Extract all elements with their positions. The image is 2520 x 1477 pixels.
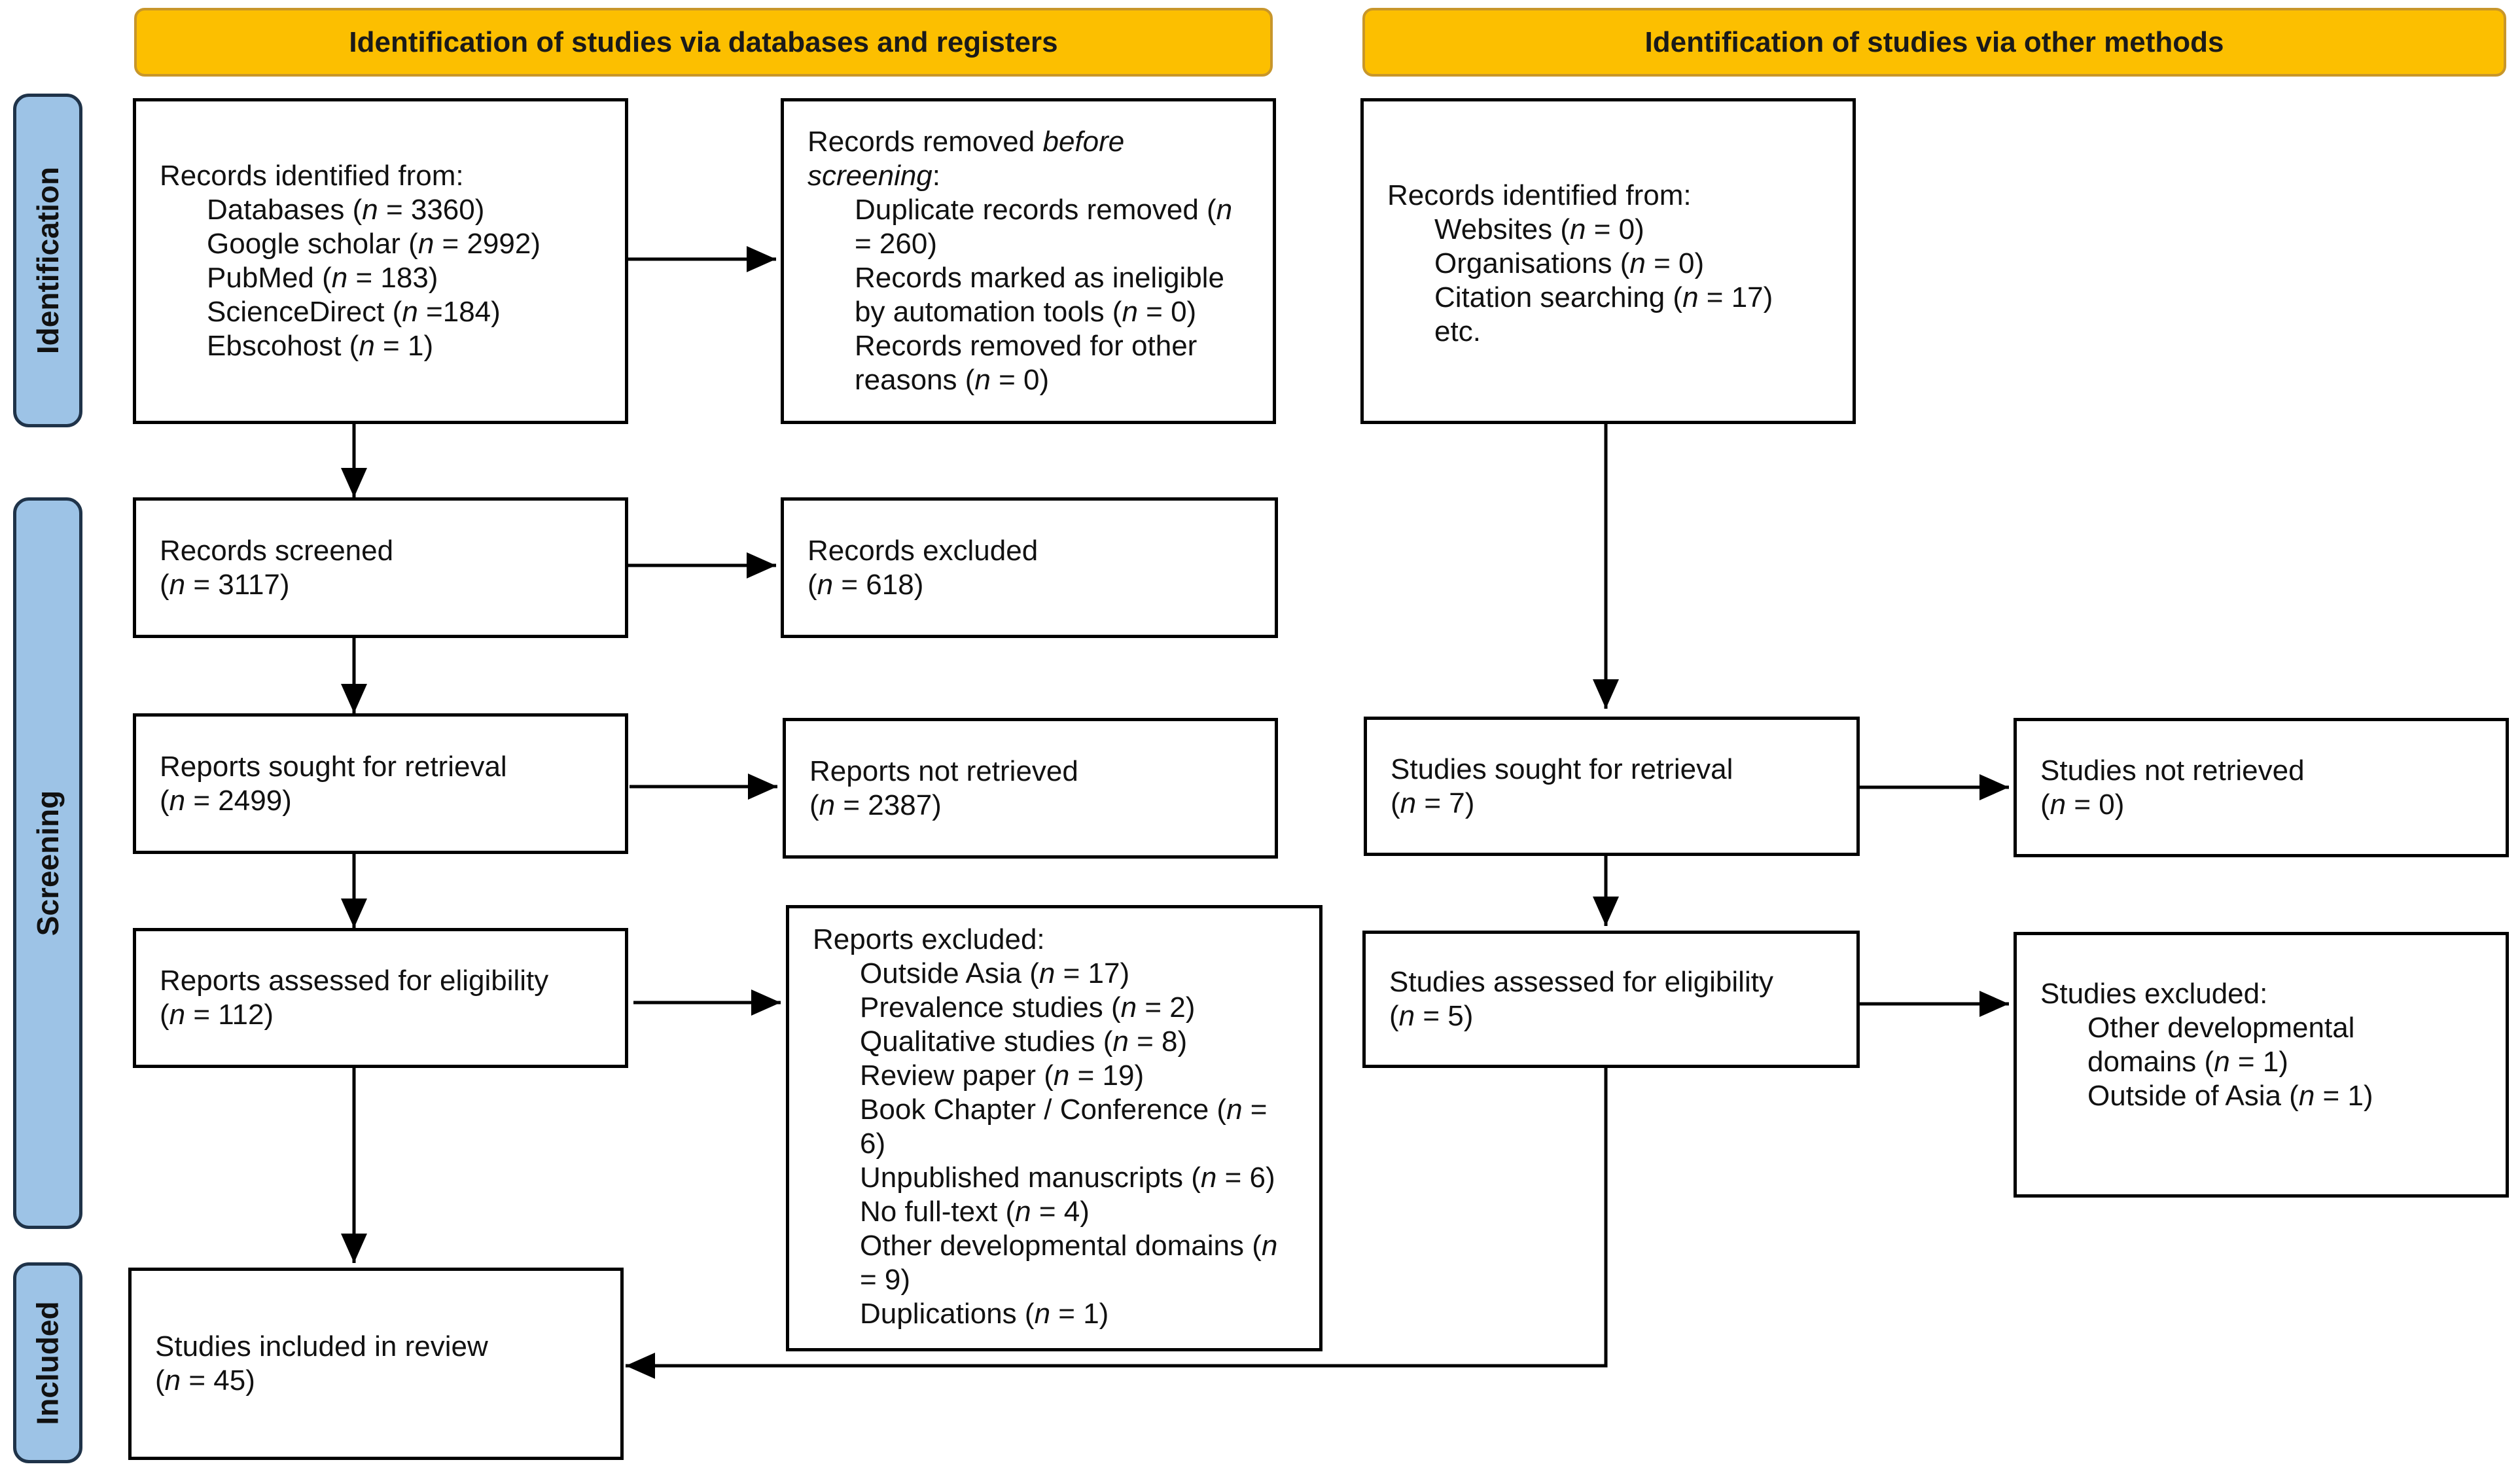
box-count: (n = 2387): [809, 789, 942, 821]
box-title: Reports assessed for eligibility: [160, 965, 549, 997]
box-title-cont: screening:: [807, 160, 941, 192]
box-title: Records excluded: [807, 534, 1038, 567]
box-title: Studies sought for retrieval: [1391, 753, 1733, 785]
list-item: Websites (n = 0): [1434, 213, 1644, 245]
list-item-cont: = 260): [855, 228, 937, 260]
list-item: PubMed (n = 183): [207, 262, 438, 294]
stage-included-label: Included: [31, 1300, 65, 1425]
box-reports-assessed: Reports assessed for eligibility (n = 11…: [133, 928, 628, 1068]
list-item: Organisations (n = 0): [1434, 247, 1705, 279]
box-title: Records identified from:: [1387, 179, 1692, 211]
stage-screening: Screening: [13, 497, 82, 1229]
box-records-screened: Records screened (n = 3117): [133, 497, 628, 638]
box-count: (n = 112): [160, 999, 274, 1031]
list-item: Ebscohost (n = 1): [207, 330, 434, 362]
arrow-other-assessed-to-included: [626, 1068, 1608, 1379]
stage-identification-label: Identification: [31, 166, 65, 355]
box-count: (n = 45): [155, 1364, 255, 1397]
box-studies-excluded: Studies excluded: Other developmental do…: [2014, 932, 2509, 1198]
list-item: Records removed for other: [855, 330, 1198, 362]
list-item: Records marked as ineligible: [855, 262, 1224, 294]
list-item-cont: domains (n = 1): [2087, 1046, 2288, 1078]
header-databases-label: Identification of studies via databases …: [349, 26, 1058, 58]
box-records-identified-databases: Records identified from: Databases (n = …: [133, 98, 628, 424]
list-item: Outside Asia (n = 17): [860, 957, 1130, 989]
list-item: No full-text (n = 4): [860, 1196, 1090, 1228]
list-item: Duplicate records removed (n: [855, 194, 1233, 226]
list-item: Review paper (n = 19): [860, 1059, 1145, 1092]
header-other-label: Identification of studies via other meth…: [1644, 26, 2224, 58]
list-item: Prevalence studies (n = 2): [860, 991, 1196, 1023]
box-studies-sought: Studies sought for retrieval (n = 7): [1364, 717, 1860, 856]
box-title: Studies not retrieved: [2040, 754, 2305, 787]
list-item: Other developmental: [2087, 1012, 2355, 1044]
list-item: Outside of Asia (n = 1): [2087, 1080, 2373, 1112]
box-title: Reports sought for retrieval: [160, 750, 507, 783]
box-reports-not-retrieved: Reports not retrieved (n = 2387): [783, 718, 1278, 859]
box-records-excluded: Records excluded (n = 618): [781, 497, 1278, 638]
box-title: Reports excluded:: [813, 923, 1045, 955]
box-title: Records screened: [160, 534, 394, 567]
stage-identification: Identification: [13, 94, 82, 427]
box-reports-sought: Reports sought for retrieval (n = 2499): [133, 713, 628, 854]
list-item: Databases (n = 3360): [207, 194, 485, 226]
stage-included: Included: [13, 1262, 82, 1463]
header-databases-registers: Identification of studies via databases …: [134, 8, 1273, 77]
box-studies-included: Studies included in review (n = 45): [128, 1268, 624, 1460]
header-other-methods: Identification of studies via other meth…: [1362, 8, 2506, 77]
list-item-cont: = 9): [860, 1264, 911, 1296]
box-count: (n = 3117): [160, 568, 290, 601]
box-records-removed-before-screening: Records removed before screening: Duplic…: [781, 98, 1276, 424]
box-studies-not-retrieved: Studies not retrieved (n = 0): [2014, 718, 2509, 857]
box-title: Studies excluded:: [2040, 978, 2268, 1010]
box-count: (n = 5): [1389, 1000, 1474, 1032]
box-count: (n = 2499): [160, 784, 292, 817]
list-item-cont: 6): [860, 1128, 886, 1160]
list-item: ScienceDirect (n =184): [207, 296, 501, 328]
box-count: (n = 0): [2040, 788, 2125, 821]
list-item-cont: reasons (n = 0): [855, 364, 1050, 396]
box-records-identified-other: Records identified from: Websites (n = 0…: [1360, 98, 1856, 424]
list-item: Book Chapter / Conference (n =: [860, 1094, 1268, 1126]
list-item: Duplications (n = 1): [860, 1298, 1109, 1330]
box-count: (n = 7): [1391, 787, 1475, 819]
list-item: Google scholar (n = 2992): [207, 228, 541, 260]
box-title: Studies assessed for eligibility: [1389, 966, 1773, 998]
list-item-cont: by automation tools (n = 0): [855, 296, 1197, 328]
list-item: Citation searching (n = 17): [1434, 281, 1773, 313]
box-title: Reports not retrieved: [809, 755, 1078, 787]
list-item: Other developmental domains (n: [860, 1230, 1278, 1262]
list-item: Unpublished manuscripts (n = 6): [860, 1162, 1275, 1194]
box-studies-assessed: Studies assessed for eligibility (n = 5): [1362, 931, 1860, 1068]
box-title: Records identified from:: [160, 160, 464, 192]
box-reports-excluded: Reports excluded: Outside Asia (n = 17) …: [786, 905, 1322, 1351]
list-item: Qualitative studies (n = 8): [860, 1025, 1188, 1058]
box-title: Studies included in review: [155, 1330, 488, 1362]
stage-screening-label: Screening: [31, 790, 65, 936]
box-count: (n = 618): [807, 568, 924, 601]
list-item: etc.: [1434, 315, 1481, 347]
box-title: Records removed before: [807, 126, 1125, 158]
